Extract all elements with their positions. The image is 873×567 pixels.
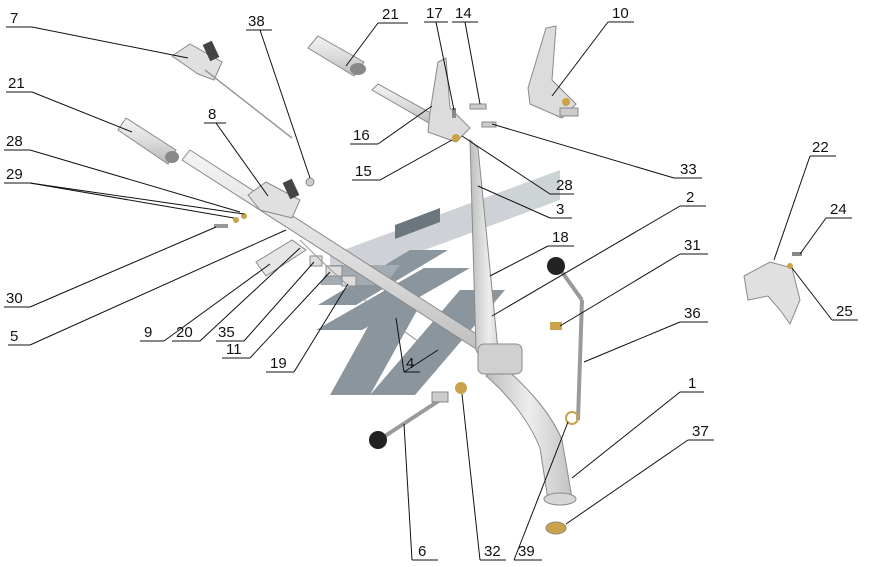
grip-21-upper <box>307 35 366 77</box>
label-30: 30 <box>6 290 23 307</box>
clamp-19 <box>341 275 357 287</box>
parts <box>117 25 802 535</box>
lower-tube <box>485 361 573 501</box>
label-39: 39 <box>518 543 535 560</box>
throttle-8 <box>247 178 301 219</box>
label-1: 1 <box>688 375 696 392</box>
label-25: 25 <box>836 303 853 320</box>
base-flange <box>543 492 577 506</box>
label-28-right: 28 <box>556 177 573 194</box>
part-31 <box>550 322 562 330</box>
label-29: 29 <box>6 166 23 183</box>
label-21-left: 21 <box>8 75 25 92</box>
part-38 <box>305 177 315 187</box>
label-28-left: 28 <box>6 133 23 150</box>
label-11: 11 <box>226 341 242 358</box>
label-18: 18 <box>552 229 569 246</box>
pin-17 <box>452 108 456 118</box>
right-tube-upper <box>469 138 509 369</box>
label-38: 38 <box>248 13 265 30</box>
label-4: 4 <box>406 355 414 372</box>
label-37: 37 <box>692 423 709 440</box>
pin-14 <box>469 103 487 110</box>
cross-hub <box>477 343 523 375</box>
label-8: 8 <box>208 106 216 123</box>
clamp-11 <box>325 265 343 277</box>
cable-4 <box>299 239 441 357</box>
label-31: 31 <box>684 237 701 254</box>
label-7: 7 <box>10 10 18 27</box>
part-37 <box>545 521 567 535</box>
label-5: 5 <box>10 328 18 345</box>
bracket-22 <box>743 252 802 326</box>
label-3: 3 <box>556 201 564 218</box>
throttle-7 <box>171 40 293 139</box>
grip-21-left <box>117 117 179 165</box>
pin-33 <box>481 121 497 128</box>
shift-rod-36 <box>547 257 584 425</box>
label-33: 33 <box>680 161 697 178</box>
label-22: 22 <box>812 139 829 156</box>
clamp-9 <box>255 239 307 277</box>
label-2: 2 <box>686 189 694 206</box>
label-14: 14 <box>455 5 472 22</box>
label-16: 16 <box>353 127 370 144</box>
lever-10 <box>527 25 579 119</box>
label-32: 32 <box>484 543 501 560</box>
label-24: 24 <box>830 201 847 218</box>
label-15: 15 <box>355 163 372 180</box>
label-17: 17 <box>426 5 443 22</box>
label-6: 6 <box>418 543 426 560</box>
part-15-nut <box>452 134 460 142</box>
label-36: 36 <box>684 305 701 322</box>
washer-29b <box>241 213 247 219</box>
callouts: 7 21 28 29 30 5 8 38 21 17 14 10 <box>4 5 858 561</box>
part-32 <box>455 382 467 394</box>
label-9: 9 <box>144 324 152 341</box>
label-19: 19 <box>270 355 287 372</box>
washer-29 <box>233 217 239 223</box>
label-10: 10 <box>612 5 629 22</box>
top-lever-bracket <box>427 57 471 143</box>
label-21-upper: 21 <box>382 6 399 23</box>
label-20: 20 <box>176 324 193 341</box>
rod-6 <box>369 391 449 449</box>
label-35: 35 <box>218 324 235 341</box>
screw-30 <box>214 224 228 228</box>
